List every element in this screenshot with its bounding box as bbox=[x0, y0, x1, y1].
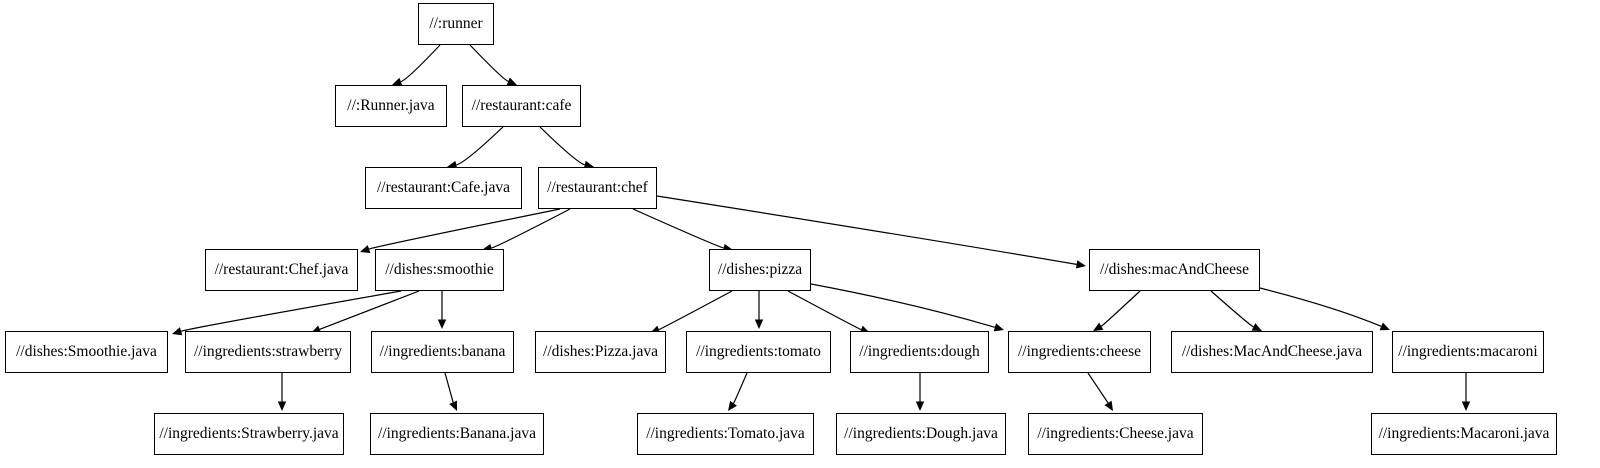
graph-edge-restaurant_cafe-to-restaurant_chef bbox=[539, 126, 585, 166]
graph-edge-arrowhead-ing_dough-to-dough_java bbox=[915, 401, 925, 411]
graph-node-label: //ingredients:Cheese.java bbox=[1037, 425, 1194, 443]
graph-node-chef_java[interactable]: //restaurant:Chef.java bbox=[205, 249, 358, 291]
graph-node-label: //restaurant:Chef.java bbox=[214, 261, 349, 279]
graph-edge-dishes_smoothie-to-smoothie_java bbox=[180, 290, 402, 332]
graph-edge-runner-to-runner_java bbox=[400, 44, 441, 83]
graph-edge-arrowhead-dishes_smoothie-to-smoothie_java bbox=[172, 327, 183, 336]
graph-node-dishes_smoothie[interactable]: //dishes:smoothie bbox=[375, 249, 504, 291]
graph-node-ing_banana[interactable]: //ingredients:banana bbox=[371, 331, 514, 373]
graph-node-runner_java[interactable]: //:Runner.java bbox=[335, 85, 447, 127]
graph-node-dough_java[interactable]: //ingredients:Dough.java bbox=[836, 413, 1006, 455]
graph-edge-ing_banana-to-banana_java bbox=[444, 372, 454, 403]
graph-node-label: //ingredients:macaroni bbox=[1398, 343, 1538, 361]
graph-node-banana_java[interactable]: //ingredients:Banana.java bbox=[370, 413, 544, 455]
graph-node-cafe_java[interactable]: //restaurant:Cafe.java bbox=[365, 167, 522, 209]
graph-node-restaurant_chef[interactable]: //restaurant:chef bbox=[538, 167, 657, 209]
graph-node-ing_cheese[interactable]: //ingredients:cheese bbox=[1008, 331, 1151, 373]
graph-node-dishes_mac[interactable]: //dishes:macAndCheese bbox=[1089, 249, 1260, 291]
graph-node-tomato_java[interactable]: //ingredients:Tomato.java bbox=[637, 413, 814, 455]
graph-edge-arrowhead-dishes_mac-to-mac_java bbox=[1251, 323, 1262, 331]
graph-edge-arrowhead-dishes_pizza-to-ing_tomato bbox=[754, 319, 764, 329]
graph-edge-dishes_pizza-to-ing_dough bbox=[787, 290, 862, 331]
graph-node-pizza_java[interactable]: //dishes:Pizza.java bbox=[535, 331, 666, 373]
graph-edge-restaurant_cafe-to-cafe_java bbox=[456, 126, 504, 166]
graph-node-label: //ingredients:strawberry bbox=[193, 343, 343, 361]
graph-node-ing_macaroni[interactable]: //ingredients:macaroni bbox=[1392, 331, 1544, 373]
graph-edge-dishes_mac-to-ing_macaroni bbox=[1259, 287, 1382, 327]
graph-node-label: //ingredients:Dough.java bbox=[844, 425, 998, 443]
graph-edge-dishes_smoothie-to-ing_strawberry bbox=[319, 290, 420, 330]
graph-node-label: //ingredients:Macaroni.java bbox=[1378, 425, 1550, 443]
graph-node-label: //restaurant:chef bbox=[547, 179, 648, 197]
graph-edge-ing_tomato-to-tomato_java bbox=[733, 372, 748, 404]
graph-node-label: //ingredients:Tomato.java bbox=[646, 425, 805, 443]
graph-node-runner[interactable]: //:runner bbox=[418, 3, 494, 45]
graph-edge-arrowhead-dishes_mac-to-ing_macaroni bbox=[1379, 322, 1390, 331]
graph-node-macaroni_java[interactable]: //ingredients:Macaroni.java bbox=[1371, 413, 1557, 455]
graph-edge-restaurant_chef-to-chef_java bbox=[368, 208, 561, 250]
graph-node-strawberry_java[interactable]: //ingredients:Strawberry.java bbox=[154, 413, 344, 455]
graph-node-ing_strawberry[interactable]: //ingredients:strawberry bbox=[185, 331, 351, 373]
graph-node-smoothie_java[interactable]: //dishes:Smoothie.java bbox=[5, 331, 168, 373]
graph-edge-arrowhead-dishes_pizza-to-ing_cheese bbox=[993, 323, 1004, 332]
graph-edge-ing_cheese-to-cheese_java bbox=[1087, 372, 1109, 404]
graph-node-mac_java[interactable]: //dishes:MacAndCheese.java bbox=[1171, 331, 1373, 373]
graph-edge-dishes_mac-to-ing_cheese bbox=[1100, 290, 1141, 327]
graph-node-label: //ingredients:dough bbox=[859, 343, 980, 361]
graph-edge-dishes_pizza-to-pizza_java bbox=[658, 290, 733, 331]
graph-node-label: //restaurant:Cafe.java bbox=[377, 179, 510, 197]
graph-edge-arrowhead-ing_macaroni-to-macaroni_java bbox=[1461, 401, 1471, 411]
graph-node-label: //ingredients:Banana.java bbox=[378, 425, 536, 443]
graph-edge-arrowhead-restaurant_chef-to-chef_java bbox=[360, 245, 371, 254]
graph-node-label: //dishes:Pizza.java bbox=[543, 343, 658, 361]
graph-edge-arrowhead-dishes_mac-to-ing_cheese bbox=[1093, 322, 1104, 331]
graph-edge-arrowhead-ing_tomato-to-tomato_java bbox=[728, 400, 737, 411]
graph-node-label: //ingredients:cheese bbox=[1017, 343, 1142, 361]
graph-node-cheese_java[interactable]: //ingredients:Cheese.java bbox=[1028, 413, 1203, 455]
graph-node-label: //restaurant:cafe bbox=[471, 97, 572, 115]
graph-node-label: //dishes:MacAndCheese.java bbox=[1181, 343, 1363, 361]
graph-edge-arrowhead-dishes_smoothie-to-ing_banana bbox=[437, 319, 447, 329]
graph-node-label: //:Runner.java bbox=[347, 97, 435, 115]
graph-node-ing_dough[interactable]: //ingredients:dough bbox=[850, 331, 989, 373]
graph-node-label: //ingredients:tomato bbox=[696, 343, 821, 361]
graph-node-label: //dishes:pizza bbox=[717, 261, 803, 279]
graph-node-label: //:runner bbox=[429, 15, 483, 33]
graph-node-label: //dishes:smoothie bbox=[385, 261, 494, 279]
graph-node-restaurant_cafe[interactable]: //restaurant:cafe bbox=[462, 85, 581, 127]
graph-node-label: //dishes:Smoothie.java bbox=[16, 343, 157, 361]
graph-edge-restaurant_chef-to-dishes_smoothie bbox=[491, 208, 571, 249]
graph-node-ing_tomato[interactable]: //ingredients:tomato bbox=[686, 331, 831, 373]
graph-edge-dishes_pizza-to-ing_cheese bbox=[810, 283, 996, 328]
graph-edge-arrowhead-ing_banana-to-banana_java bbox=[449, 400, 457, 411]
graph-edge-runner-to-restaurant_cafe bbox=[469, 44, 509, 82]
graph-node-label: //ingredients:Strawberry.java bbox=[159, 425, 339, 443]
graph-edge-arrowhead-ing_strawberry-to-strawberry_java bbox=[277, 401, 287, 411]
graph-node-label: //dishes:macAndCheese bbox=[1100, 261, 1249, 279]
graph-node-dishes_pizza[interactable]: //dishes:pizza bbox=[709, 249, 811, 291]
graph-edge-arrowhead-restaurant_chef-to-dishes_mac bbox=[1075, 260, 1086, 269]
graph-edge-arrowhead-ing_cheese-to-cheese_java bbox=[1104, 400, 1113, 411]
graph-node-label: //ingredients:banana bbox=[379, 343, 506, 361]
graph-edge-restaurant_chef-to-dishes_pizza bbox=[632, 208, 724, 249]
graph-edge-dishes_mac-to-mac_java bbox=[1210, 290, 1254, 328]
